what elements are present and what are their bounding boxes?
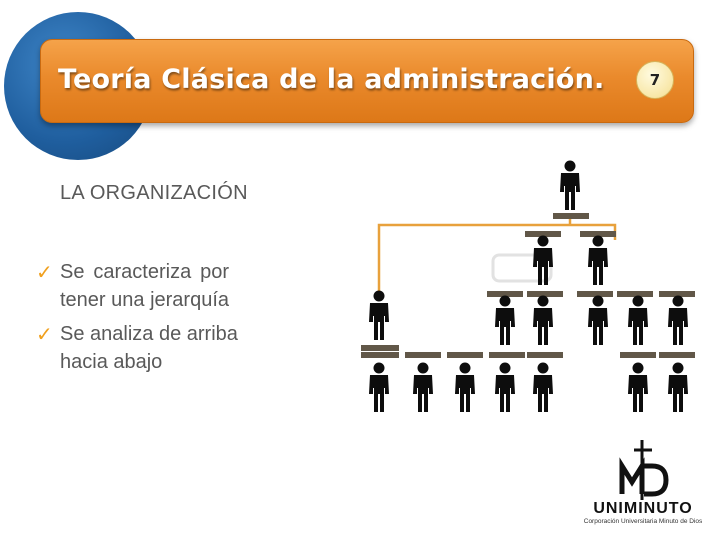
bullet-list: ✓ Se caracteriza por tener una jerarquía… xyxy=(36,258,292,382)
bullet-item: ✓ Se caracteriza por tener una jerarquía xyxy=(36,258,292,314)
bullet-text-line: Se caracteriza por xyxy=(60,261,230,283)
section-heading: LA ORGANIZACIÓN xyxy=(60,182,248,204)
logo-subtitle: Corporación Universitaria Minuto de Dios xyxy=(583,518,703,525)
checkmark-icon: ✓ xyxy=(36,260,53,284)
bullet-text-line: Se analiza de arriba xyxy=(60,323,238,345)
title-banner xyxy=(40,39,694,123)
bullet-text-line: hacia abajo xyxy=(60,351,163,373)
bullet-text-line: tener una jerarquía xyxy=(60,289,230,311)
bullet-item: ✓ Se analiza de arriba hacia abajo xyxy=(36,320,292,376)
logo-name: UNIMINUTO xyxy=(593,500,693,517)
slide-title: Teoría Clásica de la administración. xyxy=(58,64,605,95)
checkmark-icon: ✓ xyxy=(36,322,53,346)
page-number-badge: 7 xyxy=(636,61,674,99)
org-chart-image xyxy=(361,160,695,412)
uniminuto-logo-icon xyxy=(619,440,669,500)
